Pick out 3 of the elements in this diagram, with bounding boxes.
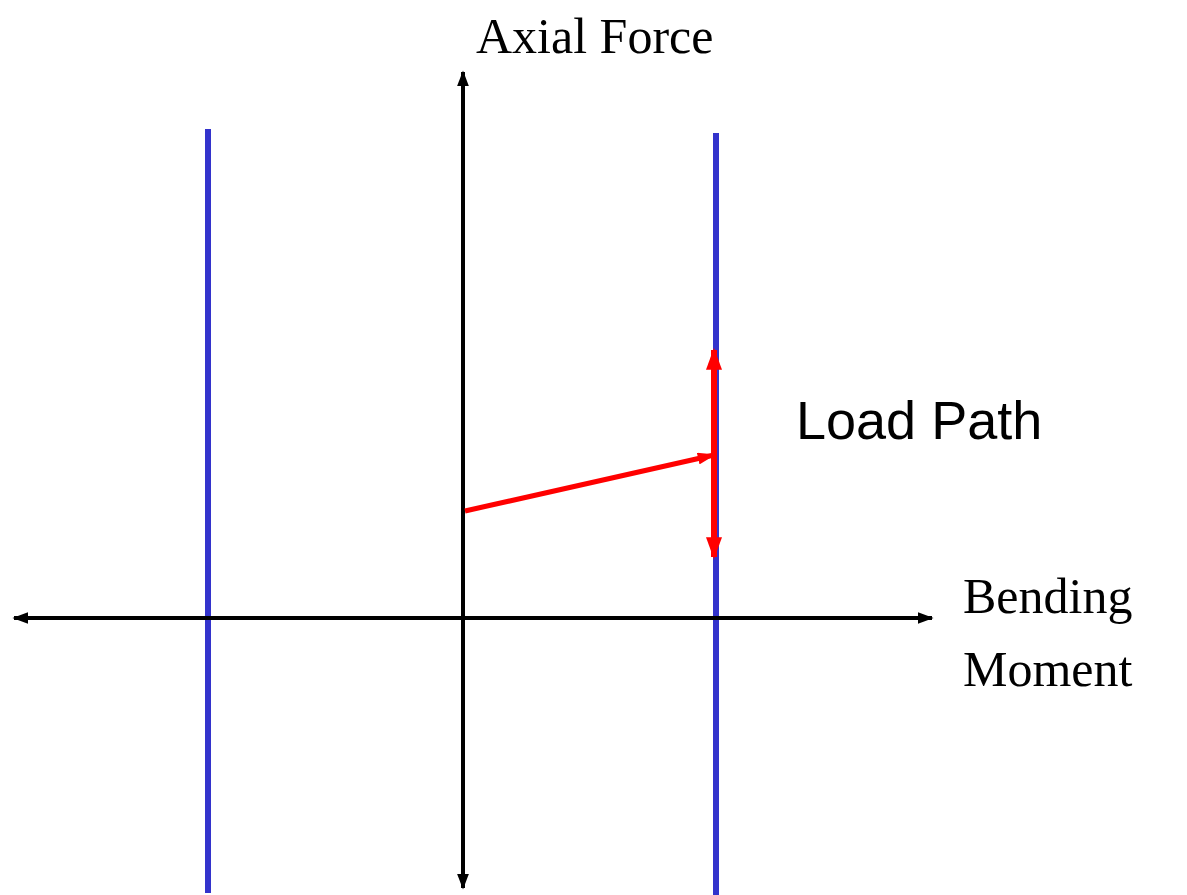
axis-label: Load Path	[796, 389, 1043, 452]
axis-label: Bending Moment	[963, 567, 1134, 699]
axis-label: Axial Force	[476, 7, 714, 66]
